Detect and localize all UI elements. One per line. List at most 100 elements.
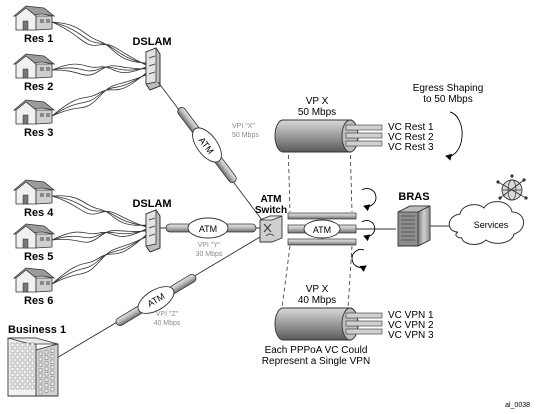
building-window	[38, 362, 43, 367]
vpi-x-tube	[177, 107, 237, 183]
building-window	[30, 342, 35, 348]
dsl-wire	[51, 236, 147, 285]
building-window	[10, 354, 15, 360]
building-window	[30, 366, 35, 372]
business-building	[7, 337, 59, 397]
trunk-atm-label: ATM	[313, 225, 331, 235]
vp-bottom-dash-right	[347, 245, 353, 309]
building-window	[38, 390, 43, 395]
building-window	[25, 372, 30, 378]
building-window	[30, 360, 35, 366]
vpi-x-rate: 50 Mbps	[232, 132, 259, 139]
egress-shaping-arrow	[445, 111, 463, 161]
building-window	[20, 360, 25, 366]
building-window	[38, 379, 43, 384]
bras-label: BRAS	[398, 191, 429, 203]
building-window	[44, 377, 49, 382]
building-window	[20, 378, 25, 384]
residence-label: Res 2	[24, 81, 53, 93]
building-window	[44, 361, 49, 366]
services-label: Services	[474, 220, 509, 230]
building-window	[44, 355, 49, 360]
business-label: Business 1	[8, 324, 66, 336]
trunk-tubes	[287, 212, 357, 246]
figure-id: al_0038	[505, 402, 530, 409]
vc-rest-2: VC Rest 2	[388, 132, 434, 143]
building-window	[50, 348, 55, 353]
residence-label: Res 3	[24, 127, 53, 139]
building-window	[10, 360, 15, 366]
dsl-wire	[51, 21, 147, 65]
vpi-z-tube	[115, 273, 197, 327]
dsl-wire	[51, 73, 147, 117]
residence-label: Res 5	[24, 251, 53, 263]
building-window	[20, 342, 25, 348]
building-window	[15, 354, 20, 360]
vp-top-cable	[274, 119, 383, 153]
dsl-wire	[51, 72, 147, 117]
building-window	[38, 351, 43, 356]
vp-bottom-cable	[274, 307, 383, 341]
building-window	[15, 348, 20, 354]
building-window	[44, 372, 49, 377]
building-window	[50, 376, 55, 381]
shaping-arrow-bottom	[351, 249, 367, 272]
house-icon	[12, 53, 56, 79]
atm-switch-line1: ATM	[261, 194, 282, 205]
dsl-wire	[51, 195, 147, 227]
vp-top-dash-left	[287, 140, 291, 213]
building-window	[50, 354, 55, 359]
vc-vpn-3: VC VPN 3	[388, 330, 434, 341]
dsl-wire	[51, 230, 147, 243]
dsl-wire	[51, 63, 147, 73]
building-window	[30, 354, 35, 360]
dslam-bottom-label: DSLAM	[132, 198, 171, 210]
vpi-y-name: VPI "Y"	[198, 242, 221, 249]
building-window	[50, 387, 55, 392]
building-window	[44, 388, 49, 393]
dsl-wire	[51, 195, 147, 226]
house-icon	[12, 99, 56, 125]
building-window	[15, 384, 20, 390]
building-window	[30, 372, 35, 378]
vc-vpn-2: VC VPN 2	[388, 320, 434, 331]
vc-vpn-1: VC VPN 1	[388, 310, 434, 321]
vpi-x-name: VPI "X"	[232, 123, 255, 130]
vc-rest-1: VC Rest 1	[388, 122, 434, 133]
building-window	[10, 384, 15, 390]
globe-icon	[496, 174, 528, 201]
dsl-wire	[51, 228, 147, 241]
house-icon	[12, 223, 56, 249]
vpi-y-tube	[165, 217, 257, 239]
building-window	[15, 366, 20, 372]
shaping-arrow-top	[361, 188, 377, 212]
house-icon	[12, 179, 56, 205]
building-window	[30, 378, 35, 384]
building-window	[30, 348, 35, 354]
residence-label: Res 1	[24, 33, 53, 45]
residence-label: Res 4	[24, 207, 54, 219]
building-window	[25, 384, 30, 390]
vpi-z-rate: 40 Mbps	[154, 320, 181, 327]
dsl-wire	[51, 21, 147, 66]
building-window	[15, 372, 20, 378]
dsl-wire	[51, 235, 147, 285]
pppoa-note-line1: Each PPPoA VC Could	[265, 345, 368, 356]
house-icon	[12, 5, 56, 31]
building-window	[38, 368, 43, 373]
building-window	[15, 378, 20, 384]
building-window	[44, 383, 49, 388]
vp-top-dash-right	[349, 140, 353, 213]
house-icon	[12, 267, 56, 293]
vpi-y-rate: 30 Mbps	[196, 251, 223, 258]
pppoa-note-line2: Represent a Single VPN	[262, 356, 370, 367]
building-window	[25, 378, 30, 384]
building-window	[25, 342, 30, 348]
building-window	[25, 348, 30, 354]
building-window	[44, 350, 49, 355]
building-window	[38, 384, 43, 389]
building-window	[38, 373, 43, 378]
vpi-y-atm-label: ATM	[199, 224, 217, 234]
building-window	[15, 342, 20, 348]
